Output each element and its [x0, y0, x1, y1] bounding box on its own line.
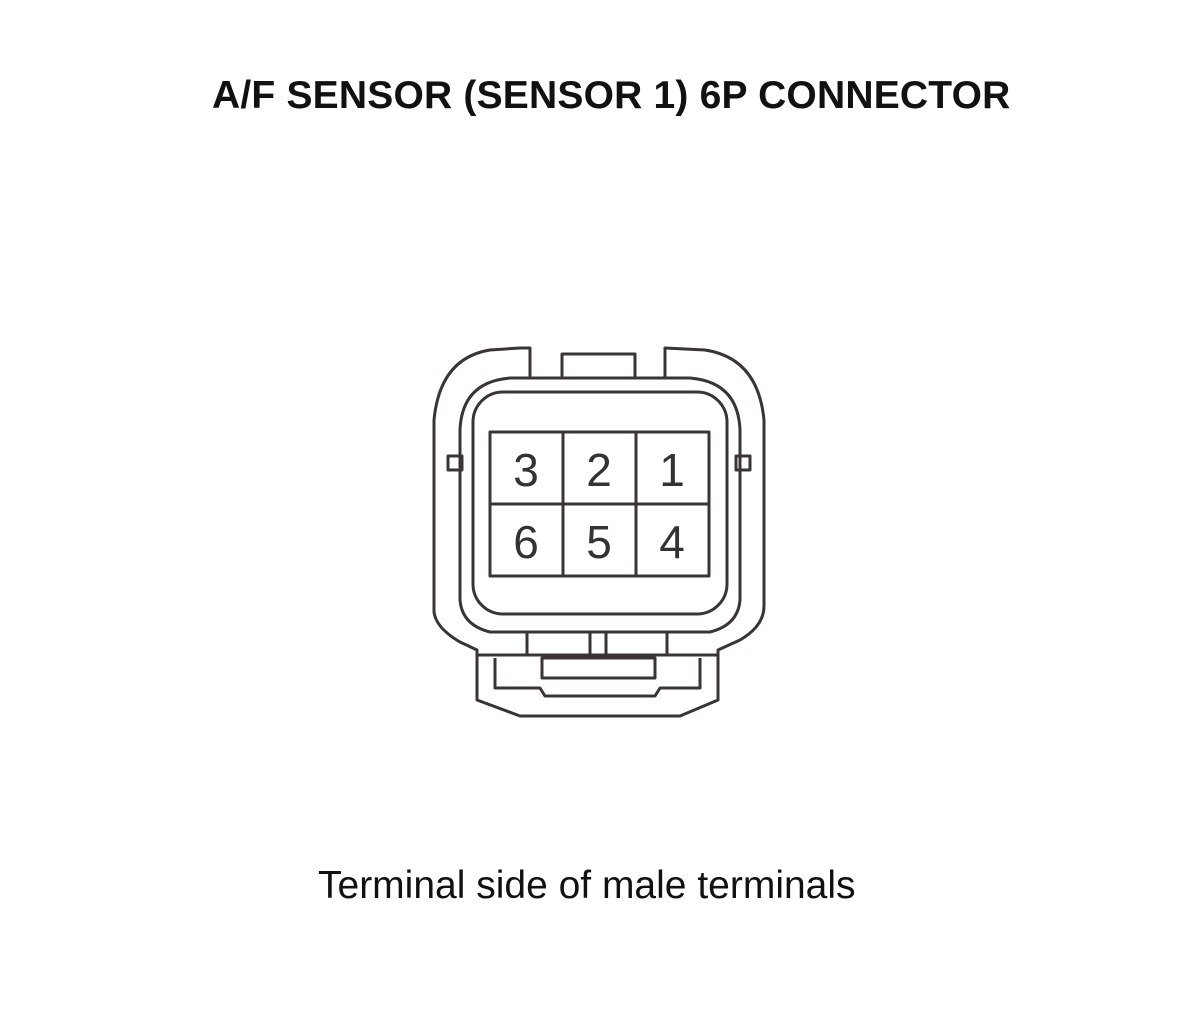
terminal-1-label: 1 [659, 444, 685, 496]
connector-inner-outline [458, 376, 742, 634]
diagram-caption: Terminal side of male terminals [318, 864, 856, 907]
lock-tab [477, 632, 718, 698]
terminal-2-label: 2 [586, 444, 612, 496]
terminal-6-label: 6 [513, 516, 539, 568]
terminal-5-label: 5 [586, 516, 612, 568]
left-latch-nub [446, 454, 464, 472]
diagram-title: A/F SENSOR (SENSOR 1) 6P CONNECTOR [212, 74, 1011, 117]
terminal-3-label: 3 [513, 444, 539, 496]
right-latch-nub [734, 454, 752, 472]
terminal-4-label: 4 [659, 516, 685, 568]
connector-housing-outline [432, 346, 766, 718]
terminal-face-outline [471, 390, 729, 616]
terminal-grid [488, 430, 711, 578]
